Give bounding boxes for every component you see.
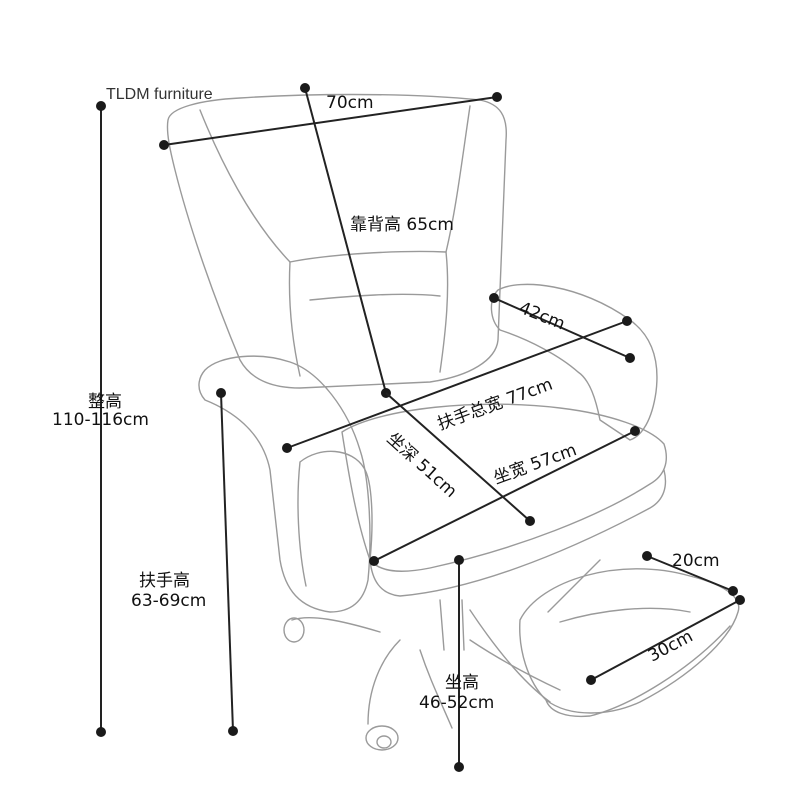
seat-front-edge [369,469,667,597]
label-armrest-height-value: 63-69cm [131,591,206,611]
dim-line-backrest-height [304,87,387,394]
dim-dot [96,727,106,737]
dim-line-armrest-height [220,392,234,732]
dimension-lines [96,83,745,772]
label-backrest-width: 70cm [326,93,374,113]
dim-dot [728,586,738,596]
chair-outline [166,93,740,751]
backrest-top-seam [289,250,447,263]
dim-dot [625,353,635,363]
caster-front-inner [376,735,392,749]
dim-dot [454,555,464,565]
label-overall-height: 整高 [88,392,122,412]
dim-dot [492,92,502,102]
dim-dot [369,556,379,566]
lumbar-fold [309,293,441,301]
dim-dot [489,293,499,303]
backrest-seam-right [445,105,471,253]
label-seat-depth: 坐深 51cm [383,429,461,502]
dim-line-footrest-depth [646,555,734,592]
backrest-seam-left [199,109,291,263]
dim-dot [216,388,226,398]
dim-line-backrest-width [163,96,498,146]
left-armrest-outline [198,355,371,613]
dim-dot [642,551,652,561]
dim-dot [630,426,640,436]
dim-line-seat-depth [385,392,531,522]
footrest-outline [519,568,740,714]
footrest-arms [469,559,601,703]
dim-dot [454,762,464,772]
dimension-labels: 70cm 靠背高 65cm 42cm 扶手总宽 77cm 坐深 51cm 坐宽 … [52,93,720,713]
dim-line-seat-width [373,430,636,562]
label-seat-height-value: 46-52cm [419,693,494,713]
label-overall-height-value: 110-116cm [52,410,149,430]
label-armrest-total-width: 扶手总宽 77cm [435,375,555,435]
dim-line-armrest-total-width [286,320,628,449]
dim-dot [525,516,535,526]
label-armrest-depth: 42cm [516,298,568,334]
base-legs [291,616,561,729]
dim-dot [228,726,238,736]
footrest-front [545,625,731,718]
dim-dot [586,675,596,685]
left-armrest-front [297,450,373,587]
right-armrest-outline [490,283,658,441]
footrest-seam [559,607,691,623]
label-footrest-width: 30cm [645,626,696,666]
seat-outline [341,403,668,572]
brand-watermark: TLDM furniture [106,86,213,103]
label-footrest-depth: 20cm [672,551,720,571]
backrest-outline [166,93,507,389]
caster-left [283,617,305,643]
label-seat-height: 坐高 [445,673,479,693]
dim-dot [159,140,169,150]
dim-dot [96,101,106,111]
lumbar-cushion [288,251,449,377]
gas-lift [439,599,465,651]
dim-line-armrest-depth [493,297,631,359]
dim-dot [282,443,292,453]
dim-dot [735,595,745,605]
label-armrest-height: 扶手高 [139,571,190,591]
caster-front [365,725,399,751]
label-backrest-height: 靠背高 65cm [350,215,454,235]
dim-dot [300,83,310,93]
dim-dot [622,316,632,326]
dim-line-footrest-width [590,599,741,681]
